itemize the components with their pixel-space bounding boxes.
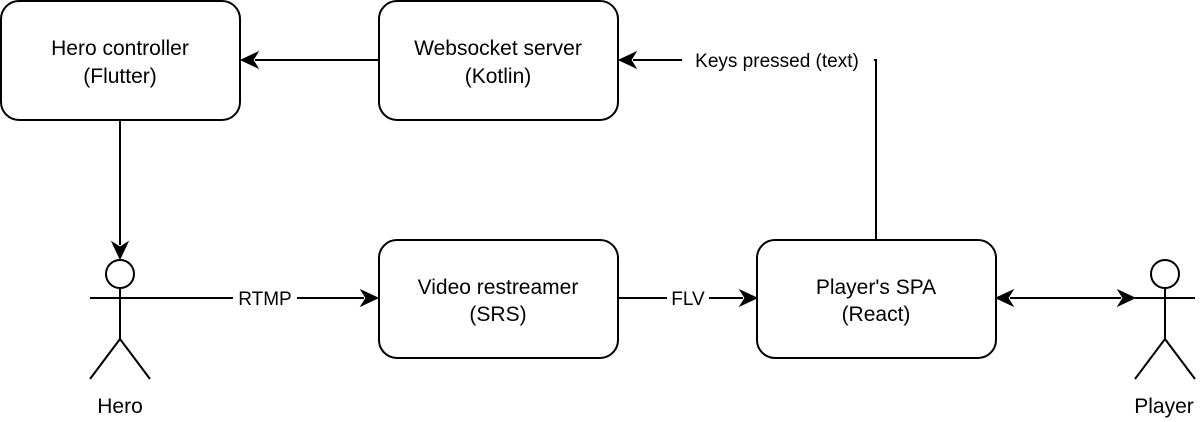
edge-restreamer-to-spa: FLV <box>618 286 759 310</box>
edge-hero-controller-to-hero <box>110 120 130 261</box>
actor-player-icon <box>1134 259 1196 380</box>
edge-hero-to-restreamer: RTMP <box>150 286 380 310</box>
node-players-spa[interactable]: Player's SPA (React) <box>756 239 997 359</box>
edge-spa-player-bidirectional <box>994 288 1137 308</box>
edge-websocket-to-hero-controller <box>239 50 378 70</box>
hero-controller-title: Hero controller <box>51 37 189 60</box>
hero-controller-tech: (Flutter) <box>83 65 157 88</box>
actor-player-label: Player <box>1134 395 1194 418</box>
actor-player[interactable]: Player <box>1134 259 1196 418</box>
players-spa-tech: (React) <box>842 303 911 326</box>
edge-label-rtmp: RTMP <box>238 289 291 310</box>
edge-label-flv: FLV <box>671 289 705 310</box>
actor-hero-icon <box>89 259 151 380</box>
websocket-server-tech: (Kotlin) <box>465 65 532 88</box>
players-spa-title: Player's SPA <box>816 276 936 299</box>
actor-hero-label: Hero <box>97 395 143 418</box>
node-websocket-server[interactable]: Websocket server (Kotlin) <box>378 0 619 121</box>
actor-hero[interactable]: Hero <box>89 259 151 418</box>
edge-label-keys-pressed: Keys pressed (text) <box>695 51 859 72</box>
video-restreamer-title: Video restreamer <box>418 276 579 299</box>
websocket-server-title: Websocket server <box>414 37 582 60</box>
node-video-restreamer[interactable]: Video restreamer (SRS) <box>378 239 619 359</box>
video-restreamer-tech: (SRS) <box>469 303 526 326</box>
edge-spa-to-websocket: Keys pressed (text) <box>617 47 877 239</box>
node-hero-controller[interactable]: Hero controller (Flutter) <box>0 0 241 121</box>
